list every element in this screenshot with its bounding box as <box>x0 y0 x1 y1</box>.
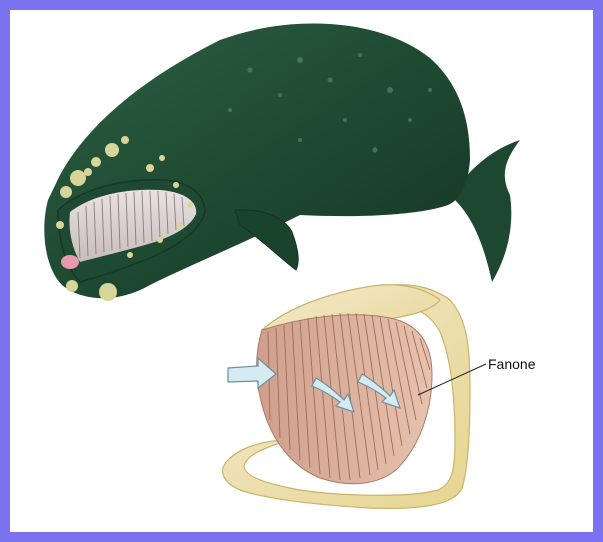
baleen-jaw-illustration <box>223 285 486 509</box>
fanone-label: Fanone <box>488 356 535 372</box>
right-whale-illustration <box>44 24 520 301</box>
whale-tongue <box>61 255 79 269</box>
